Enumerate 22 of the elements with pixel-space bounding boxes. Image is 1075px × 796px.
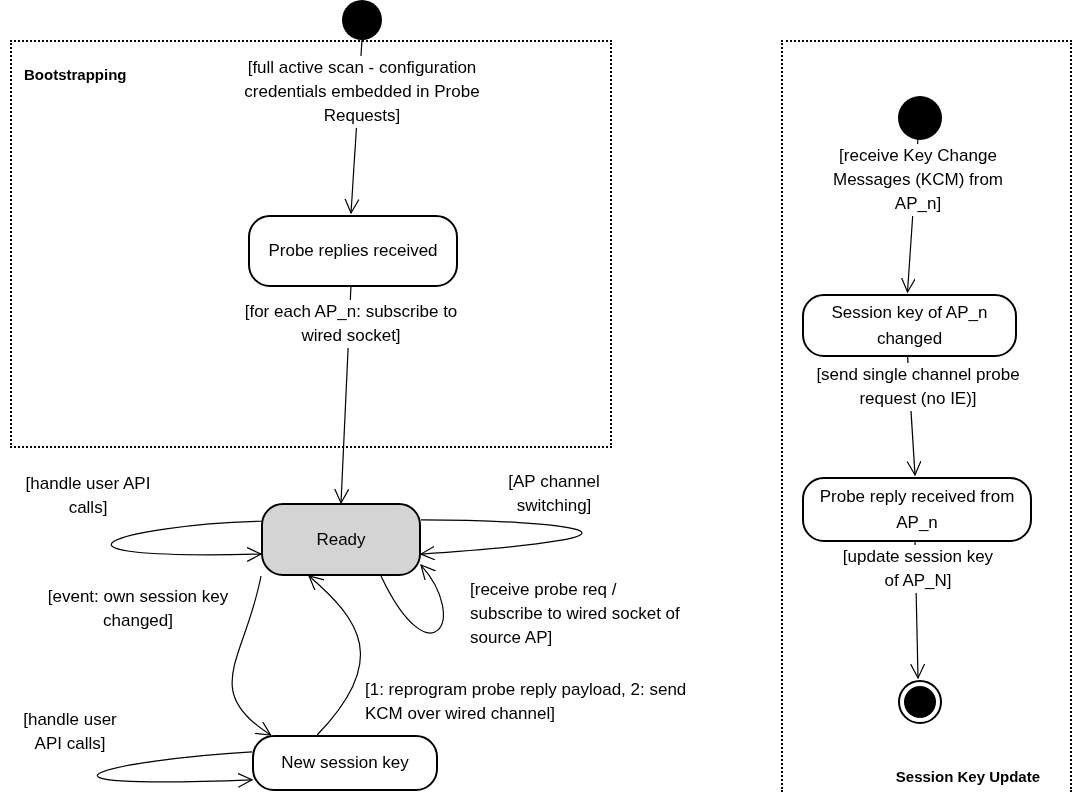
transition-arrow (231, 575, 272, 736)
state-box: Session key of AP_n changed (802, 294, 1017, 357)
edge-label: [handle user API calls] (22, 709, 118, 755)
edge-label: [AP channel switching] (507, 471, 601, 517)
state-box: Ready (261, 503, 421, 576)
transition-arrow (96, 751, 253, 788)
transition-arrow (380, 564, 444, 634)
frame-title: Session Key Update (895, 766, 1040, 787)
edge-label: [receive probe req / subscribe to wired socket of source AP] (470, 579, 681, 649)
edge-label: [handle user API calls] (24, 473, 152, 519)
transition-arrow (110, 520, 262, 562)
state-box: Probe reply received from AP_n (802, 477, 1032, 542)
transition-arrow (420, 519, 583, 561)
initial-state (342, 0, 382, 40)
edge-label: [event: own session key changed] (46, 586, 230, 632)
initial-state (898, 96, 942, 140)
frame-title: Bootstrapping (24, 65, 127, 85)
transition-arrow (308, 575, 362, 736)
state-box: Probe replies received (248, 215, 458, 287)
edge-label: [1: reprogram probe reply payload, 2: send KCM over wired channel] (365, 679, 688, 725)
state-box: New session key (252, 735, 438, 791)
final-state (898, 680, 942, 724)
